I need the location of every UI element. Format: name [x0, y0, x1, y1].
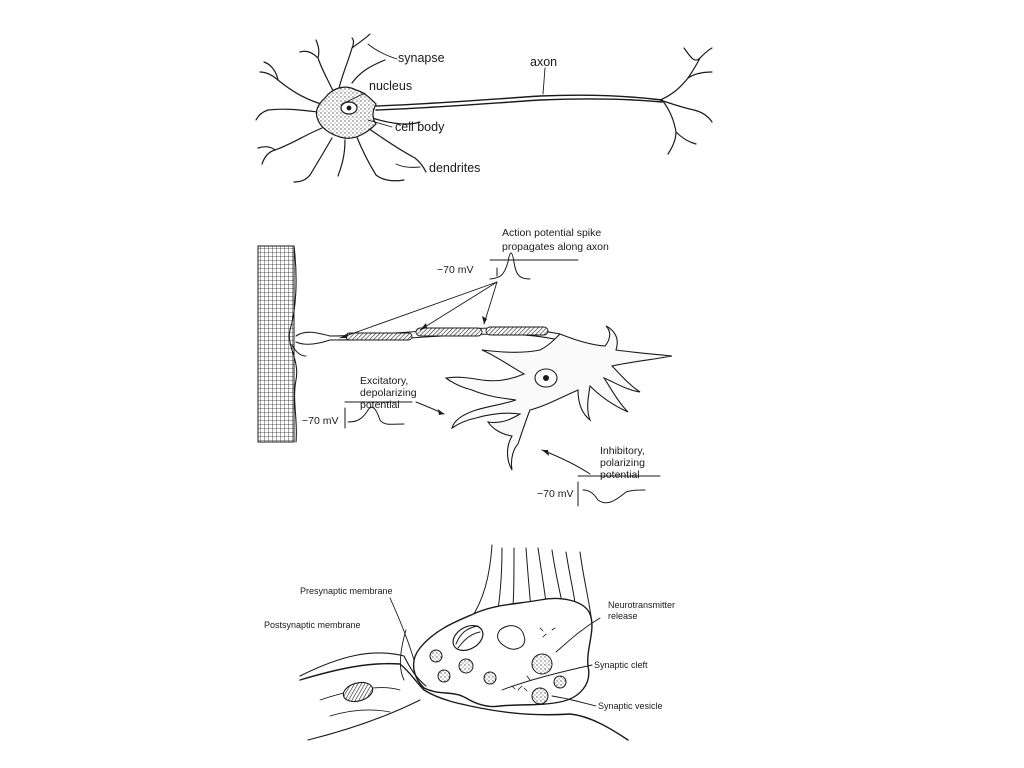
- axon-shape: [375, 94, 663, 107]
- cell-body-label: cell body: [395, 120, 445, 134]
- nucleolus-dot: [346, 105, 352, 111]
- neuron-panel: synapse axon nucleus cell body dendrites: [255, 33, 713, 183]
- neurotransmitter-release-label-line2: release: [608, 611, 638, 621]
- myelin-sheath-1: [345, 332, 413, 341]
- myelin-sheath-2: [415, 327, 483, 337]
- synaptic-cleft-label: Synaptic cleft: [594, 660, 648, 670]
- excitatory-label-line3: potential: [360, 399, 400, 411]
- inhibitory-label-line3: potential: [600, 469, 640, 481]
- synapse-panel: Presynaptic membrane Postsynaptic membra…: [264, 544, 675, 741]
- presynaptic-terminal: [413, 597, 593, 708]
- postsynaptic-mitochondrion: [342, 681, 374, 703]
- neurotransmitter-release-label-line1: Neurotransmitter: [608, 600, 675, 610]
- action-potential-trace: [489, 252, 579, 280]
- nucleus-label: nucleus: [369, 79, 412, 93]
- synaptic-vesicles: [429, 649, 567, 705]
- muscle-grid-block: [257, 245, 295, 443]
- excitatory-label-line2: depolarizing: [360, 387, 417, 399]
- postsynaptic-membrane-label: Postsynaptic membrane: [264, 620, 361, 630]
- dendrite-branches: [255, 33, 713, 183]
- motor-neuron-nucleolus: [543, 375, 549, 381]
- resting-potential-left-label: −70 mV: [302, 415, 338, 427]
- myelin-sheath-3: [485, 326, 549, 336]
- synapse-label: synapse: [398, 51, 445, 65]
- dendrites-label: dendrites: [429, 161, 480, 175]
- excitatory-label-line1: Excitatory,: [360, 375, 408, 387]
- resting-potential-top-label: −70 mV: [437, 264, 473, 276]
- resting-potential-bottom-label: −70 mV: [537, 488, 573, 500]
- presynaptic-membrane-label: Presynaptic membrane: [300, 586, 393, 596]
- action-potential-label-line1: Action potential spike: [502, 227, 601, 239]
- action-potential-label-line2: propagates along axon: [502, 241, 609, 253]
- inhibitory-label-line1: Inhibitory,: [600, 445, 645, 457]
- potential-panel: Action potential spike propagates along …: [257, 227, 673, 507]
- axon-label: axon: [530, 55, 557, 69]
- inhibitory-trace: [541, 449, 661, 507]
- motor-neuron-body: [444, 325, 673, 471]
- synaptic-vesicle-label: Synaptic vesicle: [598, 701, 663, 711]
- inhibitory-label-line2: polarizing: [600, 457, 645, 469]
- postsynaptic-cell: [299, 662, 629, 741]
